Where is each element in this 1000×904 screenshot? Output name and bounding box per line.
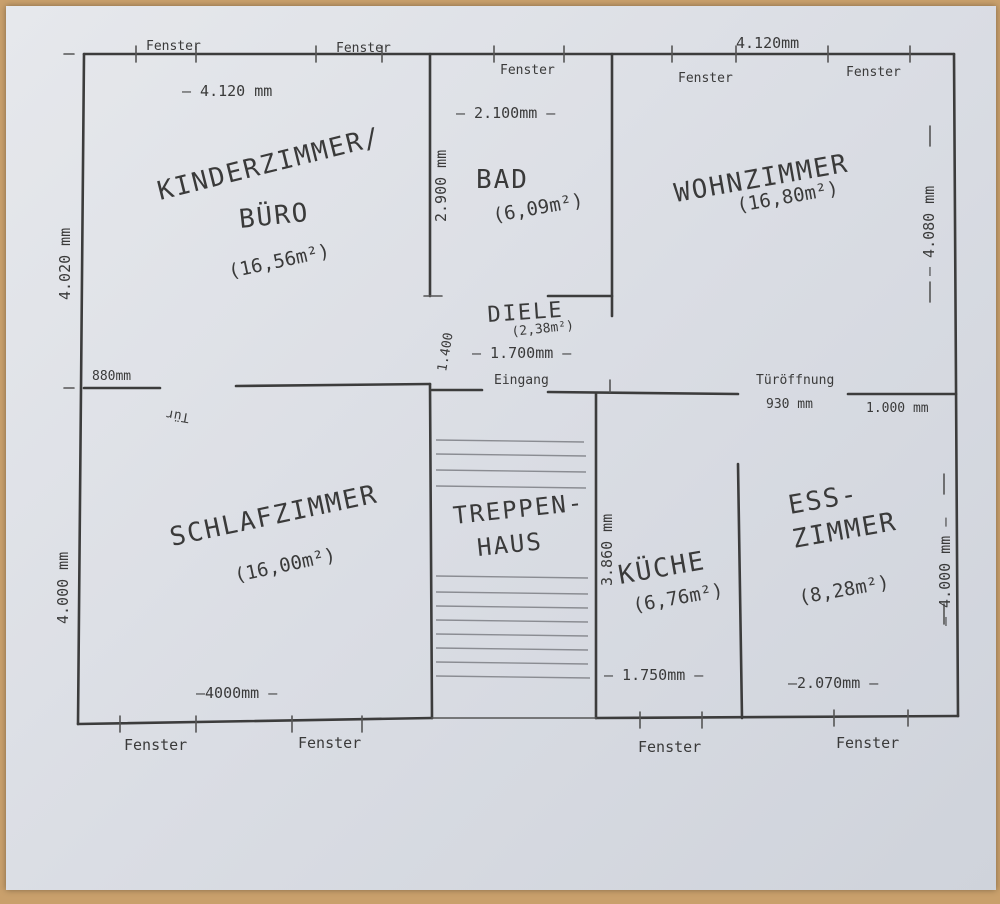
dim-bad-height: 2.900 mm <box>432 150 450 222</box>
wall-left <box>76 52 86 726</box>
window-ticks <box>63 45 911 733</box>
interior-walls <box>82 52 958 720</box>
label-fenster-top-4: Fenster <box>678 71 733 86</box>
dim-wohn-height: – 4.080 mm <box>920 186 938 276</box>
label-fenster-top-5: Fenster <box>846 65 901 80</box>
label-tuer: Tür <box>165 406 191 425</box>
label-schlafzimmer: SCHLAFZIMMER <box>167 479 380 552</box>
dim-bad-width: – 2.100mm – <box>456 104 556 122</box>
dim-ess-side: 1.000 mm <box>866 401 929 416</box>
outer-walls <box>76 52 960 726</box>
label-fenster-bottom-1: Fenster <box>124 736 187 754</box>
dim-ess-width: –2.070mm – <box>788 674 879 692</box>
label-tueroeffnung: Türöffnung <box>756 373 834 388</box>
wall-bottom-left <box>76 716 434 726</box>
label-buero: BÜRO <box>237 196 311 235</box>
dim-tueroeffnung: 930 mm <box>766 397 813 412</box>
dimension-marks <box>929 125 945 625</box>
wall-schlaf-treppe <box>428 382 434 720</box>
dim-ess-height: – 4.000 mm – <box>936 517 954 626</box>
area-diele: (2,38m²) <box>511 319 575 340</box>
area-schlafzimmer: (16,00m²) <box>232 544 337 587</box>
label-diele: DIELE <box>487 298 565 328</box>
label-fenster-bottom-4: Fenster <box>836 734 899 752</box>
wall-kinder-schlaf-2 <box>234 382 432 388</box>
area-esszimmer: (8,28m²) <box>797 571 891 609</box>
wall-kueche-ess <box>736 462 744 720</box>
label-kinderzimmer: KINDERZIMMER/ <box>154 122 384 207</box>
dim-diele-width: – 1.700mm – <box>472 344 572 362</box>
label-fenster-bottom-3: Fenster <box>638 738 701 756</box>
label-treppenhaus-2: HAUS <box>476 527 544 562</box>
dim-top-right: 4.120mm <box>736 34 799 52</box>
dim-door-small: 880mm <box>92 369 131 384</box>
dim-kueche-width: – 1.750mm – <box>604 666 704 684</box>
label-treppenhaus-1: TREPPEN- <box>452 488 586 530</box>
label-fenster-top-3: Fenster <box>500 63 555 78</box>
wall-diele-kueche <box>546 390 740 396</box>
dim-kinder-height: 4.020 mm <box>56 228 74 300</box>
label-fenster-top-2: Fenster <box>336 41 391 56</box>
dim-schlaf-width: –4000mm – <box>196 684 278 702</box>
label-eingang: Eingang <box>494 373 549 388</box>
label-bad: BAD <box>476 165 529 195</box>
dim-schlaf-height: 4.000 mm <box>54 552 72 624</box>
dim-kinder-width: – 4.120 mm <box>182 82 272 100</box>
label-fenster-top-1: Fenster <box>146 39 201 54</box>
label-fenster-bottom-2: Fenster <box>298 734 361 752</box>
wall-right <box>952 52 960 718</box>
area-bad: (6,09m²) <box>491 189 585 227</box>
dim-diele-height: 1.400 <box>435 332 457 373</box>
dim-kueche-height: 3.860 mm <box>598 514 616 586</box>
wall-bottom-right <box>594 714 960 720</box>
area-kinderzimmer: (16,56m²) <box>226 240 331 283</box>
paper-sheet <box>6 6 996 890</box>
stair-treads <box>435 439 591 679</box>
